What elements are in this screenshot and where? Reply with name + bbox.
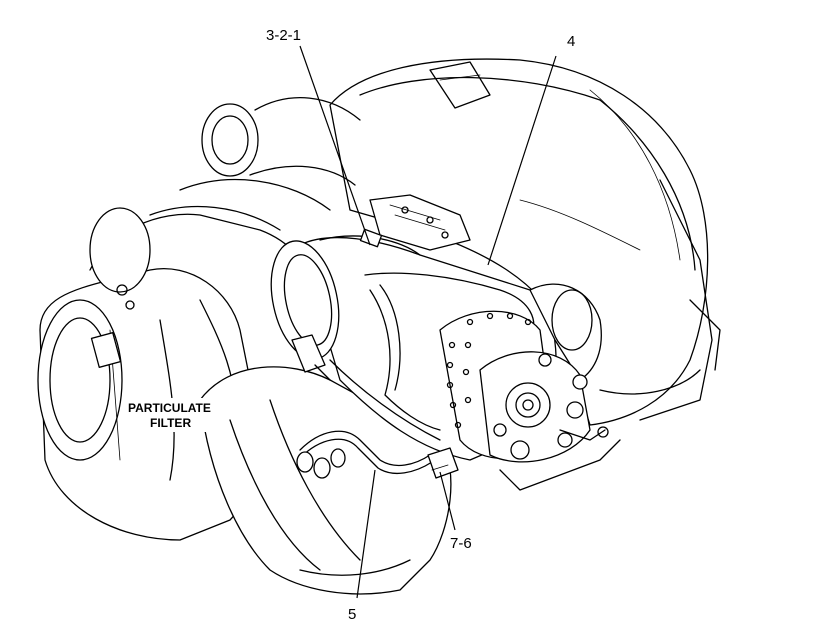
clamp: [291, 334, 331, 381]
leader-line-5: [356, 469, 376, 599]
callout-5: 5: [348, 606, 356, 623]
callout-4: 4: [567, 33, 575, 50]
lower-housing: [199, 366, 452, 595]
callout-7-6: 7-6: [450, 535, 472, 552]
leader-lines: [299, 45, 557, 599]
particulate-filter-label: PARTICULATE FILTER: [122, 398, 222, 432]
actuator-end-cap: [479, 351, 621, 491]
particulate-label-line1: PARTICULATE: [128, 401, 211, 415]
perforated-ring-holes: [446, 312, 532, 429]
leader-line-3-2-1: [299, 45, 371, 246]
bracket-mount: [359, 194, 471, 251]
particulate-label-line2: FILTER: [150, 416, 191, 430]
leader-line-4: [487, 55, 557, 266]
hose-assembly: [296, 430, 459, 479]
leader-line-7-6: [439, 471, 456, 531]
callout-3-2-1: 3-2-1: [266, 27, 301, 44]
